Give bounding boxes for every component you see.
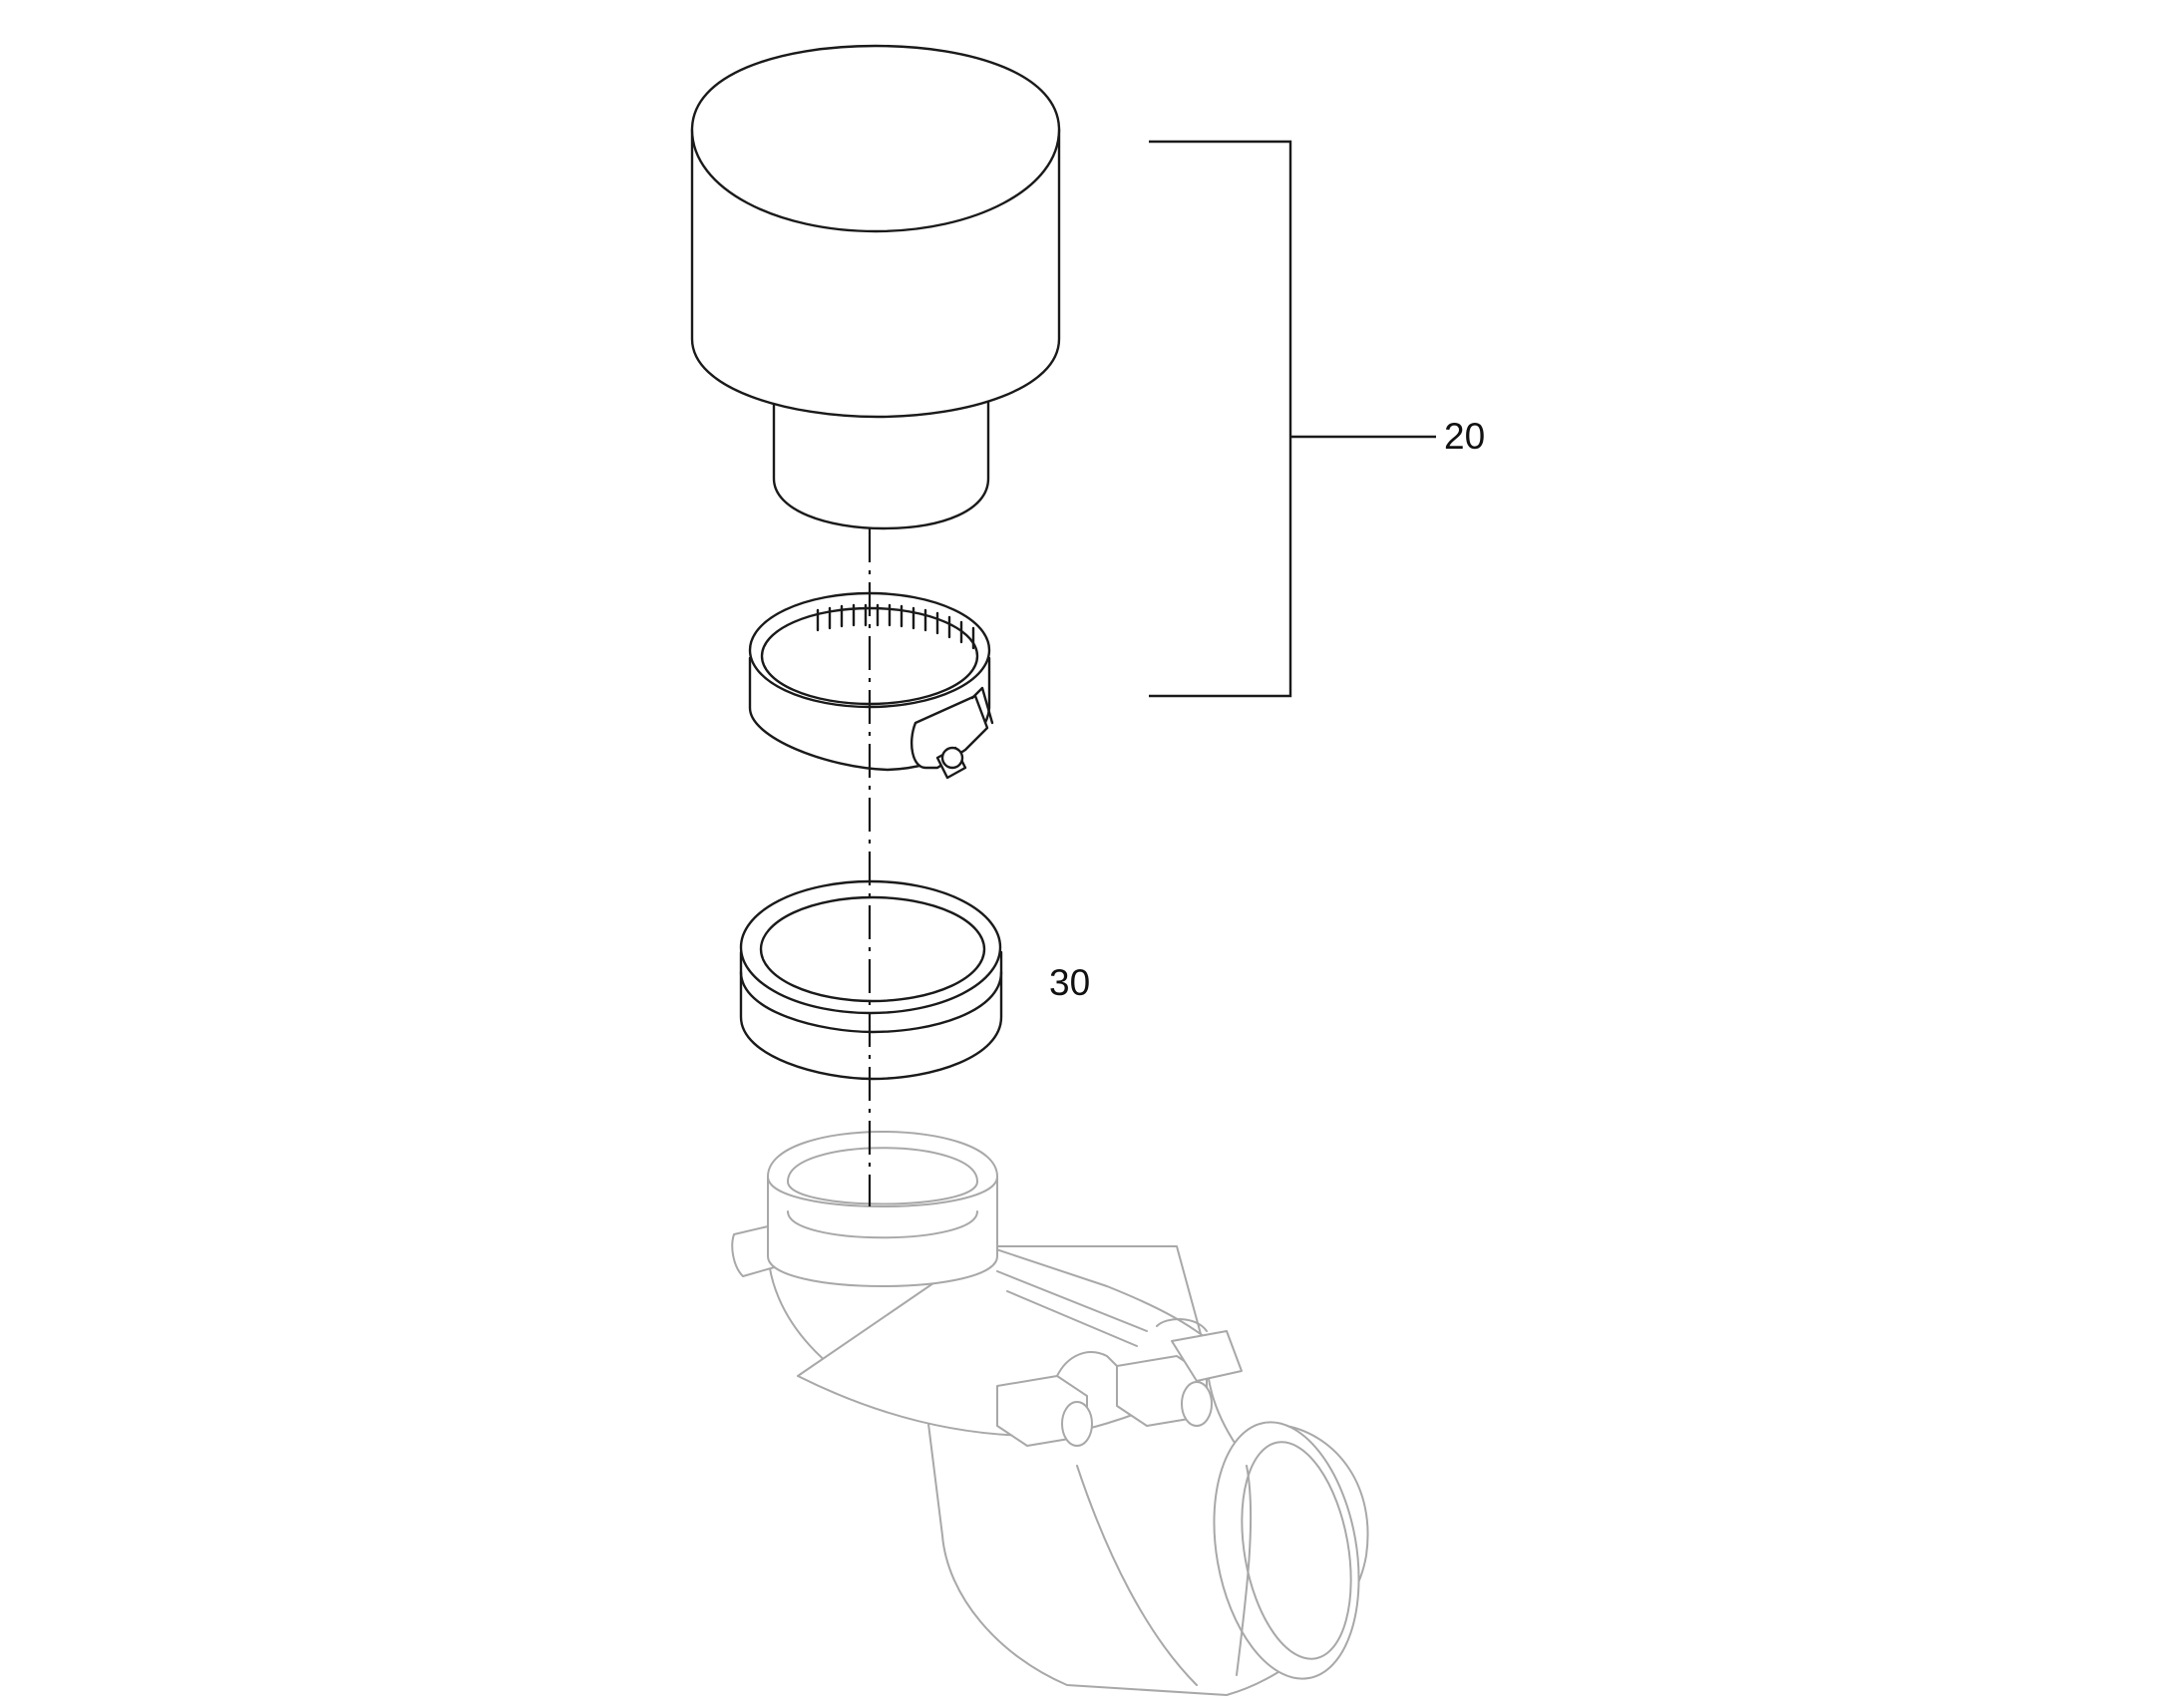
callout-bracket-20	[1149, 140, 1436, 698]
pipe-elbow-base	[731, 1131, 1369, 1696]
callout-label-30: 30	[1049, 962, 1090, 1003]
filter-canister	[690, 44, 1061, 530]
hose-clamp	[748, 591, 994, 780]
sleeve-ring-item-30	[739, 879, 1003, 1081]
callout-label-20: 20	[1444, 416, 1485, 457]
